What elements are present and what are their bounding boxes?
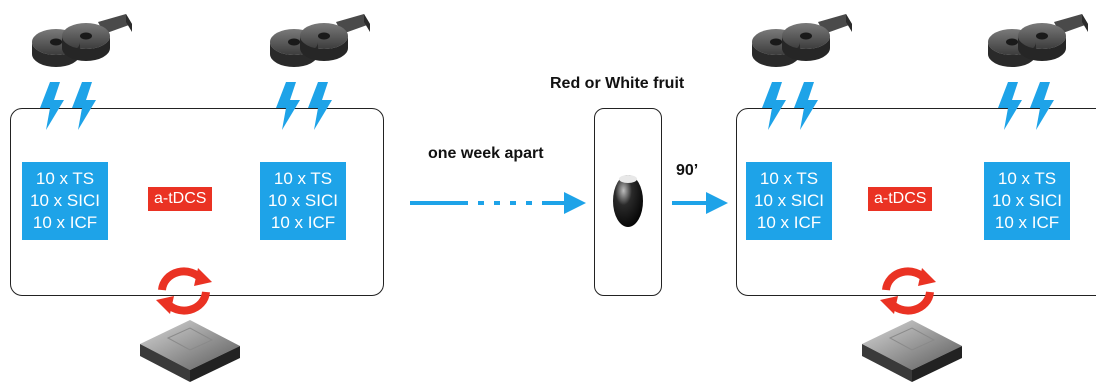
- tms-ts-label: 10 x TS: [273, 169, 333, 188]
- fruit-title: Red or White fruit: [550, 75, 685, 92]
- interval-label: one week apart: [428, 145, 544, 162]
- tdcs-device-icon: [862, 320, 962, 382]
- tms-icf-label: 10 x ICF: [270, 213, 336, 232]
- tms-icf-label: 10 x ICF: [756, 213, 822, 232]
- arrow-icon: [410, 192, 586, 214]
- session-after-panel: [736, 108, 1096, 296]
- fruit-box: [594, 108, 662, 296]
- delay-label: 90’: [676, 162, 699, 179]
- rotation-arrows-icon: [880, 267, 936, 315]
- tms-coil-icon: [270, 14, 370, 67]
- tms-ts-label: 10 x TS: [35, 169, 95, 188]
- tms-sici-label: 10 x SICI: [992, 191, 1062, 210]
- tdcs-label: a-tDCS: [148, 187, 213, 211]
- session-before-panel: [10, 108, 384, 296]
- arrow-icon: [672, 192, 728, 214]
- tms-block-pre-right: 10 x TS 10 x SICI 10 x ICF: [260, 162, 346, 240]
- tms-ts-label: 10 x TS: [759, 169, 819, 188]
- tms-block-post-right: 10 x TS 10 x SICI 10 x ICF: [984, 162, 1070, 240]
- tms-sici-label: 10 x SICI: [30, 191, 100, 210]
- tms-icf-label: 10 x ICF: [32, 213, 98, 232]
- lightning-icon: [998, 82, 1054, 130]
- lightning-icon: [762, 82, 818, 130]
- lightning-icon: [40, 82, 96, 130]
- tdcs-label: a-tDCS: [868, 187, 933, 211]
- tms-coil-icon: [32, 14, 132, 67]
- tms-sici-label: 10 x SICI: [268, 191, 338, 210]
- tms-sici-label: 10 x SICI: [754, 191, 824, 210]
- tms-coil-icon: [752, 14, 852, 67]
- fruit-icon: [613, 175, 643, 227]
- tdcs-device-icon: [140, 320, 240, 382]
- tms-block-post-left: 10 x TS 10 x SICI 10 x ICF: [746, 162, 832, 240]
- rotation-arrows-icon: [156, 267, 212, 315]
- lightning-icon: [276, 82, 332, 130]
- tms-coil-icon: [988, 14, 1088, 67]
- tms-block-pre-left: 10 x TS 10 x SICI 10 x ICF: [22, 162, 108, 240]
- tms-icf-label: 10 x ICF: [994, 213, 1060, 232]
- tms-ts-label: 10 x TS: [997, 169, 1057, 188]
